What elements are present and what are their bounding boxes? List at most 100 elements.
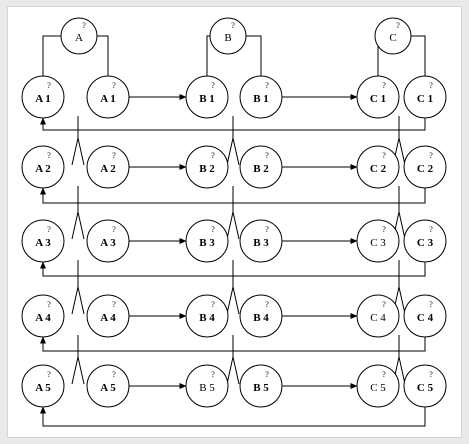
node-label: A 5 xyxy=(100,382,116,394)
node-circle xyxy=(185,75,229,119)
node-mark: ? xyxy=(112,151,116,160)
node-circle xyxy=(239,364,283,408)
node-label: B 5 xyxy=(253,382,269,394)
node-mark: ? xyxy=(382,225,386,234)
node-circle xyxy=(239,75,283,119)
header-node-label: A xyxy=(75,32,83,44)
node-circle xyxy=(21,145,65,189)
node-label: A 2 xyxy=(100,163,116,175)
node-label: A 1 xyxy=(35,93,51,105)
node-circle xyxy=(356,75,400,119)
node-label: B 2 xyxy=(199,163,215,175)
node-mark: ? xyxy=(429,225,433,234)
node-circle xyxy=(21,364,65,408)
header-bracket-right xyxy=(411,35,426,76)
node-c3: C 3? xyxy=(356,219,400,263)
diagram-frame: A?B?C?A 1?A 1?B 1?B 1?C 1?C 1?A 2?A 2?B … xyxy=(7,6,462,438)
node-mark: ? xyxy=(211,81,215,90)
node-c5: C 5? xyxy=(403,364,447,408)
fork-branch-right xyxy=(232,356,240,385)
node-a1: A 1? xyxy=(86,75,130,119)
node-circle xyxy=(185,145,229,189)
node-mark: ? xyxy=(211,300,215,309)
node-label: C 1 xyxy=(370,93,386,105)
node-circle xyxy=(185,219,229,263)
node-mark: ? xyxy=(382,151,386,160)
node-c2: C 2? xyxy=(356,145,400,189)
node-label: A 4 xyxy=(35,312,51,324)
node-b3: B 3? xyxy=(239,219,283,263)
node-label: A 2 xyxy=(35,163,51,175)
node-mark: ? xyxy=(47,151,51,160)
node-circle xyxy=(403,219,447,263)
node-mark: ? xyxy=(429,151,433,160)
fork-branch-right xyxy=(398,356,406,385)
node-a5: A 5? xyxy=(86,364,130,408)
node-label: B 5 xyxy=(199,382,215,394)
fork-branch-left xyxy=(71,286,79,315)
node-circle xyxy=(21,294,65,338)
fork-branch-left xyxy=(71,356,79,385)
node-label: B 3 xyxy=(253,237,269,249)
node-circle xyxy=(403,294,447,338)
fork-branch-right xyxy=(77,137,85,166)
header-node-label: C xyxy=(389,32,396,44)
node-c1: C 1? xyxy=(356,75,400,119)
node-mark: ? xyxy=(265,225,269,234)
node-label: C 4 xyxy=(417,312,434,324)
node-b4: B 4? xyxy=(185,294,229,338)
node-label: C 2 xyxy=(417,163,434,175)
node-a2: A 2? xyxy=(86,145,130,189)
node-circle xyxy=(185,364,229,408)
node-label: C 5 xyxy=(370,382,386,394)
node-b2: B 2? xyxy=(239,145,283,189)
fork-branch-right xyxy=(77,356,85,385)
node-mark: ? xyxy=(382,300,386,309)
row-feedback-arrow xyxy=(40,187,426,204)
node-circle xyxy=(185,294,229,338)
node-label: C 5 xyxy=(417,382,434,394)
node-mark: ? xyxy=(429,300,433,309)
node-mark: ? xyxy=(211,225,215,234)
node-b4: B 4? xyxy=(239,294,283,338)
node-mark: ? xyxy=(211,370,215,379)
node-circle xyxy=(403,145,447,189)
fork-branch-right xyxy=(398,137,406,166)
node-c1: C 1? xyxy=(403,75,447,119)
node-mark: ? xyxy=(265,300,269,309)
node-b1: B 1? xyxy=(185,75,229,119)
fork-branch-left xyxy=(226,211,234,240)
row-feedback-arrow xyxy=(40,117,426,131)
fork-branch-right xyxy=(232,286,240,315)
node-label: A 3 xyxy=(35,237,51,249)
fork-branch-left xyxy=(71,211,79,240)
node-mark: ? xyxy=(265,81,269,90)
node-label: C 2 xyxy=(370,163,387,175)
node-label: B 1 xyxy=(253,93,269,105)
header-bracket-left xyxy=(42,35,61,76)
node-mark: ? xyxy=(382,81,386,90)
node-a3: A 3? xyxy=(86,219,130,263)
node-b3: B 3? xyxy=(185,219,229,263)
node-circle xyxy=(403,75,447,119)
node-label: A 4 xyxy=(100,312,116,324)
node-group: A?B?C?A 1?A 1?B 1?B 1?C 1?C 1?A 2?A 2?B … xyxy=(21,17,447,408)
node-mark: ? xyxy=(112,81,116,90)
node-circle xyxy=(239,219,283,263)
node-a3: A 3? xyxy=(21,219,65,263)
node-label: C 3 xyxy=(370,237,386,249)
node-a4: A 4? xyxy=(21,294,65,338)
row-feedback-arrow xyxy=(40,406,426,427)
node-label: B 1 xyxy=(199,93,215,105)
node-diagram: A?B?C?A 1?A 1?B 1?B 1?C 1?C 1?A 2?A 2?B … xyxy=(21,17,447,427)
fork-branch-left xyxy=(226,356,234,385)
node-circle xyxy=(86,219,130,263)
node-a4: A 4? xyxy=(86,294,130,338)
node-circle xyxy=(356,364,400,408)
node-c4: C 4? xyxy=(356,294,400,338)
header-node-circle xyxy=(60,17,98,55)
node-circle xyxy=(86,145,130,189)
node-mark: ? xyxy=(47,370,51,379)
node-mark: ? xyxy=(112,300,116,309)
node-b5: B 5? xyxy=(239,364,283,408)
